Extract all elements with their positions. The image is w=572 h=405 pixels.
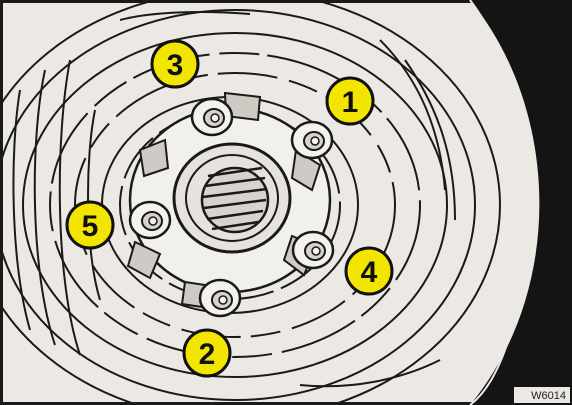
badge-5-label: 5 xyxy=(82,210,99,243)
wheel-nut-3 xyxy=(192,99,232,135)
wheel-nut-5 xyxy=(130,202,170,238)
wheel-nut-1 xyxy=(292,122,332,158)
wheel-nut-4 xyxy=(293,232,333,268)
wheel-nut-2 xyxy=(200,280,240,316)
badge-5: 5 xyxy=(67,202,113,248)
badge-3-label: 3 xyxy=(167,49,184,82)
badge-4: 4 xyxy=(346,248,392,294)
badge-1: 1 xyxy=(327,78,373,124)
badge-2: 2 xyxy=(184,330,230,376)
badge-1-label: 1 xyxy=(342,86,359,119)
badge-4-label: 4 xyxy=(361,256,378,289)
badge-3: 3 xyxy=(152,41,198,87)
badge-2-label: 2 xyxy=(199,338,216,371)
figure-code: W6014 xyxy=(531,390,566,402)
